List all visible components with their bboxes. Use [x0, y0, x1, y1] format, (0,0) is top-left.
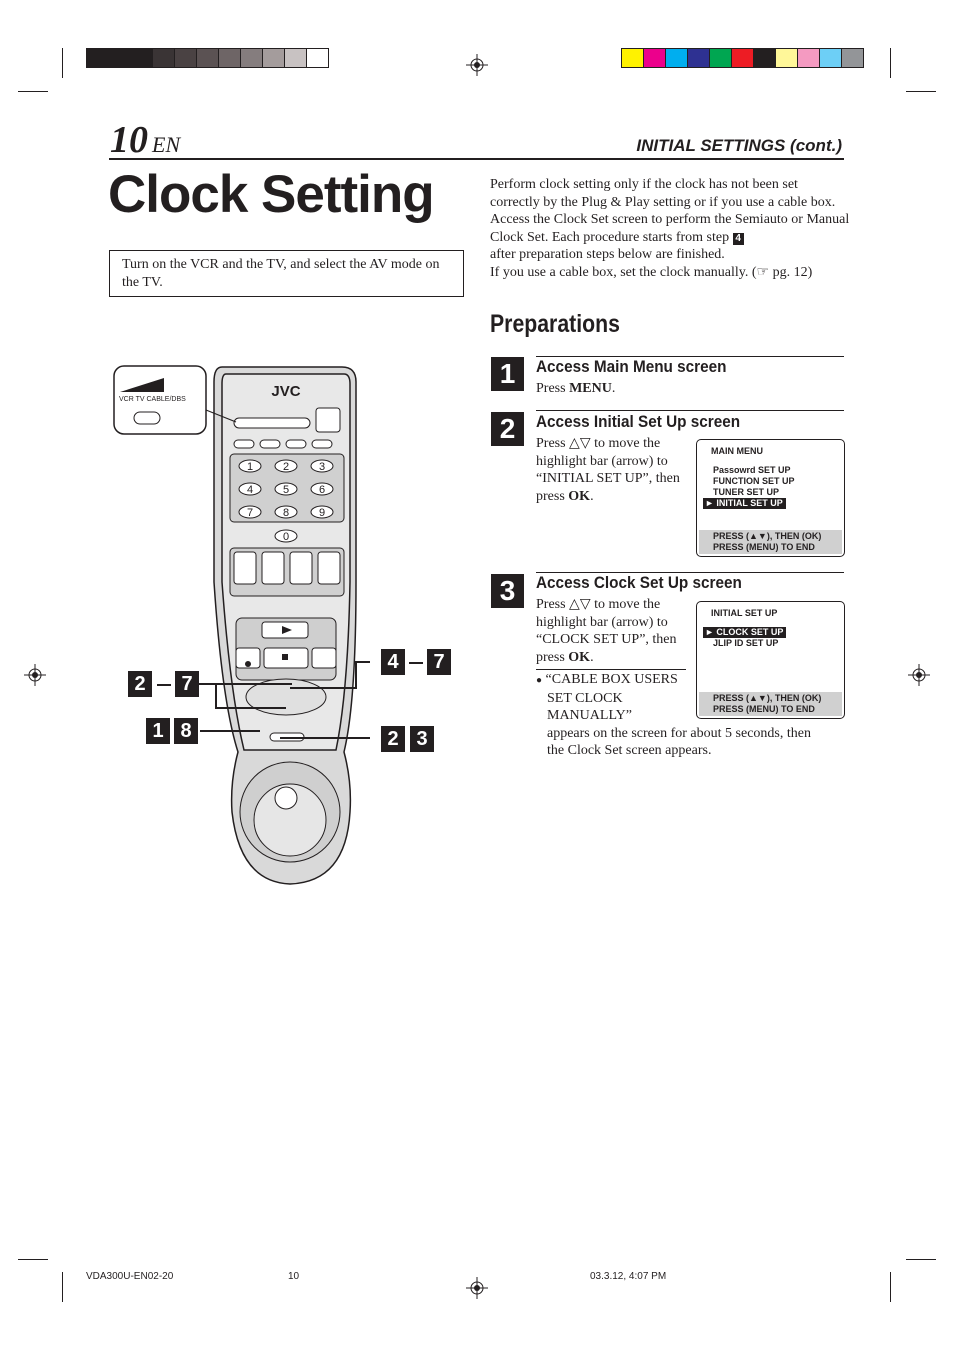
- note-box: Turn on the VCR and the TV, and select t…: [109, 250, 464, 297]
- header-rule: [109, 158, 844, 160]
- keypad-key: 4: [247, 484, 253, 496]
- switch-label: VCR TV CABLE/DBS: [119, 396, 186, 403]
- callout-step: 8: [174, 718, 198, 744]
- keypad-key: 1: [247, 461, 253, 473]
- crop-mark: [18, 91, 48, 92]
- keypad-key: 6: [319, 484, 325, 496]
- step-rule: [536, 410, 844, 411]
- screen-header: INITIAL SET UP: [711, 608, 778, 618]
- color-swatch: [841, 48, 864, 68]
- step-text: Press △▽ to move the highlight bar (arro…: [536, 436, 680, 504]
- step-number: 1: [491, 357, 524, 391]
- color-swatch: [130, 48, 153, 68]
- color-swatch: [709, 48, 732, 68]
- step-number: 2: [491, 412, 524, 446]
- color-swatch: [753, 48, 776, 68]
- color-swatch: [152, 48, 175, 68]
- keypad-key: 0: [283, 531, 289, 543]
- color-swatch: [218, 48, 241, 68]
- crop-mark: [890, 1272, 891, 1302]
- crop-mark: [62, 48, 63, 78]
- callout-step: 3: [410, 726, 434, 752]
- keypad-key: 5: [283, 484, 289, 496]
- language-code: EN: [152, 132, 181, 157]
- keypad-key: 8: [283, 507, 289, 519]
- bullet-rule: [536, 669, 686, 670]
- page-title: Clock Setting: [108, 165, 435, 224]
- step-text: Press MENU.: [536, 381, 616, 396]
- color-swatch: [262, 48, 285, 68]
- menu-item-selected: ► CLOCK SET UP: [703, 627, 787, 638]
- remote-brand: JVC: [271, 383, 300, 400]
- color-swatch: [687, 48, 710, 68]
- color-swatch: [731, 48, 754, 68]
- step-title: Access Initial Set Up screen: [536, 412, 741, 431]
- screen-footer: PRESS (▲▼), THEN (OK) PRESS (MENU) TO EN…: [699, 692, 842, 716]
- step-rule: [536, 356, 844, 357]
- crop-mark: [906, 1259, 936, 1260]
- color-swatch: [621, 48, 644, 68]
- callout-step: 7: [427, 649, 451, 675]
- menu-item: TUNER SET UP: [713, 487, 780, 497]
- keypad-key: 2: [283, 461, 289, 473]
- color-swatch: [643, 48, 666, 68]
- crop-mark: [18, 1259, 48, 1260]
- registration-target-icon: [24, 664, 46, 686]
- step-ref-badge: 4: [732, 232, 744, 245]
- crop-mark: [890, 48, 891, 78]
- keypad-key: 3: [319, 461, 325, 473]
- keypad-key: 9: [319, 507, 325, 519]
- menu-item: Passowrd SET UP: [713, 465, 791, 475]
- step-title: Access Clock Set Up screen: [536, 573, 742, 592]
- callout-dash: [409, 662, 423, 664]
- callout-dash: [157, 684, 171, 686]
- color-swatch: [306, 48, 329, 68]
- callout-step: 1: [146, 718, 170, 744]
- step-rule: [536, 572, 844, 573]
- callout-step: 2: [381, 726, 405, 752]
- keypad-key: 7: [247, 507, 253, 519]
- step-title: Access Main Menu screen: [536, 357, 727, 376]
- remote-control-illustration: JVC 1 2 3 4 5 6 7 8 9 0: [113, 365, 370, 885]
- footer-page: 10: [288, 1271, 300, 1282]
- screen-header: MAIN MENU: [711, 446, 763, 456]
- intro-paragraph: Perform clock setting only if the clock …: [490, 177, 836, 210]
- color-swatch: [240, 48, 263, 68]
- intro-paragraph: after preparation steps below are finish…: [490, 247, 725, 263]
- color-swatch: [86, 48, 109, 68]
- intro-text: Perform clock setting only if the clock …: [490, 176, 850, 282]
- color-swatch: [775, 48, 798, 68]
- main-menu-screen: MAIN MENU Passowrd SET UP FUNCTION SET U…: [696, 439, 845, 557]
- color-swatch: [819, 48, 842, 68]
- registration-target-icon: [908, 664, 930, 686]
- footer-date: 03.3.12, 4:07 PM: [590, 1271, 667, 1282]
- color-swatch: [284, 48, 307, 68]
- step-number: 3: [491, 574, 524, 608]
- callout-step: 2: [128, 671, 152, 697]
- registration-target-icon: [466, 1277, 488, 1299]
- footer-file: VDA300U-EN02-20: [86, 1271, 174, 1282]
- preparations-heading: Preparations: [490, 310, 620, 338]
- menu-item: FUNCTION SET UP: [713, 476, 795, 486]
- color-swatch: [665, 48, 688, 68]
- callout-step: 7: [175, 671, 199, 697]
- color-swatch: [196, 48, 219, 68]
- menu-item: JLIP ID SET UP: [713, 638, 779, 648]
- screen-footer: PRESS (▲▼), THEN (OK) PRESS (MENU) TO EN…: [699, 530, 842, 554]
- intro-paragraph: Access the Clock Set screen to perform t…: [490, 212, 850, 245]
- menu-item-selected: ► INITIAL SET UP: [703, 498, 786, 509]
- crop-mark: [62, 1272, 63, 1302]
- color-swatch: [174, 48, 197, 68]
- callout-step: 4: [381, 649, 405, 675]
- section-title: INITIAL SETTINGS (cont.): [636, 136, 842, 155]
- intro-paragraph: If you use a cable box, set the clock ma…: [490, 264, 813, 280]
- color-swatch: [108, 48, 131, 68]
- step-text: Press △▽ to move the highlight bar (arro…: [536, 597, 677, 665]
- crop-mark: [906, 91, 936, 92]
- bullet-note: ● “CABLE BOX USERS SET CLOCK MANUALLY” a…: [536, 672, 811, 759]
- registration-target-icon: [466, 54, 488, 76]
- initial-setup-screen: INITIAL SET UP ► CLOCK SET UP JLIP ID SE…: [696, 601, 845, 719]
- color-swatch: [797, 48, 820, 68]
